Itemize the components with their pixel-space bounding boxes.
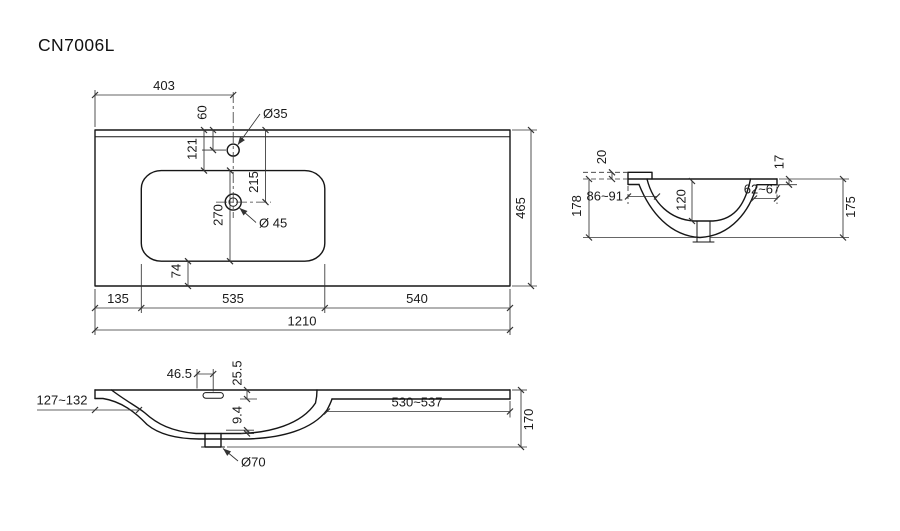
dim-465-label: 465	[513, 197, 528, 219]
dim-17-label: 17	[772, 155, 787, 169]
plan-geometry	[94, 129, 511, 287]
back-underside	[627, 178, 640, 186]
dim-dia70: Ø70	[222, 448, 266, 470]
dim-540-label: 540	[406, 291, 428, 306]
side-section-view: 20 178 17 175 86~91 62~67 120	[569, 150, 858, 243]
dim-20: 20	[594, 150, 616, 183]
dim-25-5-label: 25.5	[230, 360, 245, 385]
side-geometry	[627, 171, 778, 243]
dim-62-67-label: 62~67	[744, 182, 781, 197]
dim-178: 178	[569, 175, 593, 241]
dim-20-label: 20	[594, 150, 609, 164]
dim-62-67: 62~67	[744, 182, 781, 202]
countertop-outline	[94, 129, 511, 287]
back-lip	[627, 171, 653, 180]
dim-dia35-label: Ø35	[263, 106, 288, 121]
dim-135-label: 135	[107, 291, 129, 306]
bowl-inner-profile	[646, 178, 752, 222]
side-extensions	[583, 171, 849, 238]
dim-25-5: 25.5	[230, 360, 257, 403]
dim-bottom-chain: 135 535 540 1210	[91, 264, 514, 335]
dim-121: 121	[185, 126, 208, 175]
dim-127-132: 127~132	[37, 393, 143, 414]
bowl-outer-profile	[638, 183, 758, 239]
dim-215: 215	[246, 126, 269, 206]
dim-dia45: Ø 45	[239, 207, 287, 231]
dim-121-label: 121	[185, 138, 200, 160]
dim-46-5-label: 46.5	[167, 366, 192, 381]
dim-9-4-label: 9.4	[230, 406, 245, 424]
front-bowl-inner	[110, 389, 318, 435]
dim-465: 465	[512, 126, 537, 290]
dim-270: 270	[211, 167, 234, 265]
front-drain-stub	[204, 432, 222, 448]
dim-170: 170	[227, 386, 536, 451]
dim-120: 120	[674, 177, 696, 225]
dim-178-label: 178	[569, 195, 584, 217]
dim-530-537-label: 530~537	[392, 395, 443, 410]
dim-dia70-label: Ø70	[241, 455, 266, 470]
dim-74-label: 74	[169, 264, 184, 278]
dim-127-132-label: 127~132	[37, 393, 88, 408]
front-edge	[756, 178, 778, 186]
dim-215-label: 215	[246, 171, 261, 193]
dim-170-label: 170	[521, 409, 536, 431]
dim-9-4: 9.4	[226, 406, 254, 437]
dim-270-label: 270	[211, 204, 226, 226]
dim-60-label: 60	[195, 105, 210, 119]
front-geometry	[94, 389, 511, 448]
dim-175-label: 175	[843, 196, 858, 218]
front-section-view: 46.5 25.5 9.4 127~132 530~537 170	[37, 360, 536, 469]
dim-dia45-label: Ø 45	[259, 216, 287, 231]
dim-17: 17	[772, 155, 793, 189]
plan-view: 403 60 121 215 270 74 Ø35 Ø 45	[91, 78, 537, 335]
dim-530-537: 530~537	[323, 395, 514, 418]
dim-175: 175	[839, 175, 858, 241]
dim-dia35: Ø35	[237, 106, 288, 146]
model-number: CN7006L	[38, 35, 115, 55]
dim-46-5: 46.5	[167, 366, 217, 392]
dim-86-91-label: 86~91	[586, 189, 623, 204]
side-drain-stub	[692, 220, 715, 243]
dim-1210-label: 1210	[288, 314, 317, 329]
dim-74: 74	[169, 257, 192, 290]
dim-86-91: 86~91	[586, 189, 661, 204]
dim-120-label: 120	[674, 189, 689, 211]
dim-403-label: 403	[153, 78, 175, 93]
overflow-slot	[202, 392, 224, 399]
dim-60: 60	[195, 105, 226, 154]
dim-403: 403	[91, 78, 237, 127]
dim-535-label: 535	[222, 291, 244, 306]
